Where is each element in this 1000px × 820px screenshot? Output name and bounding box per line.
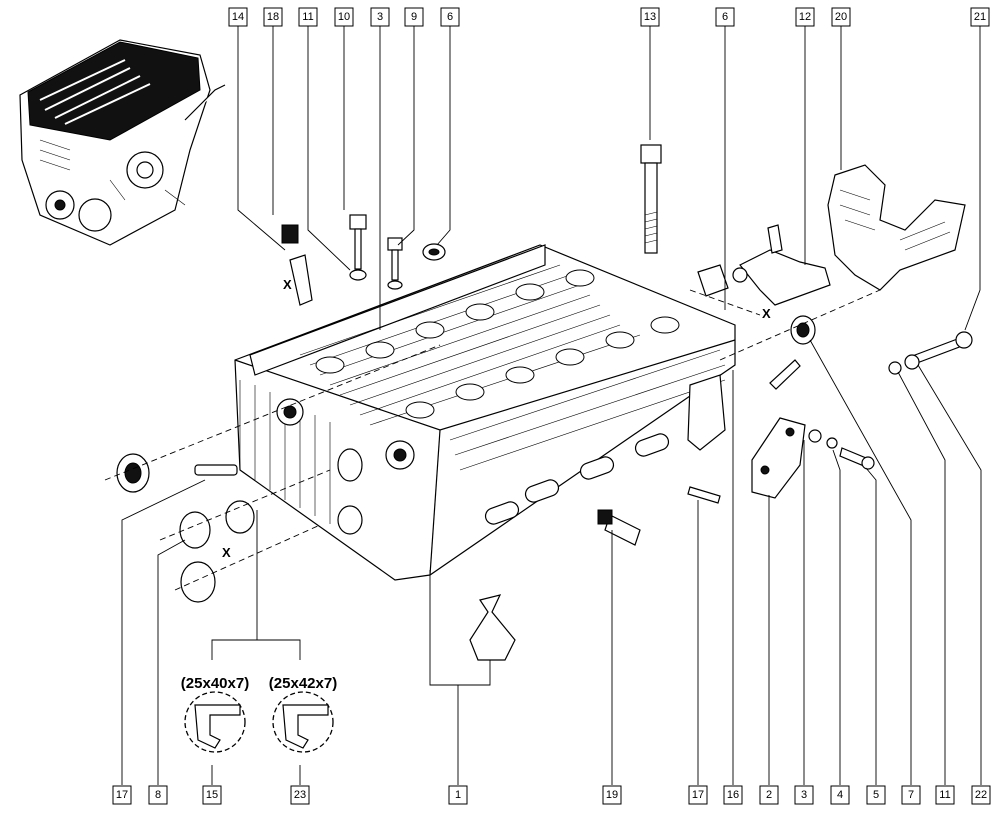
callouts-bottom: 17 8 15 23 1 19 17 16 2 3 4 5 7 11 22 [112,785,991,805]
callout-label: 9 [411,11,417,23]
callout-label: 22 [975,789,987,801]
engine-overview-thumbnail [19,39,226,246]
callout-label: 17 [692,789,704,801]
callout-label: 21 [974,11,986,23]
adjust-mark: X [762,306,771,321]
callout-label: 17 [116,789,128,801]
callout-label: 6 [447,11,453,23]
callout-label: 16 [727,789,739,801]
callout-label: 20 [835,11,847,23]
callout-label: 4 [837,789,843,801]
callout-label: 3 [801,789,807,801]
seal-dimension-label: (25x40x7) [181,675,249,692]
callout-label: 19 [606,789,618,801]
cylinder-head-block [234,244,736,581]
callout-label: 6 [722,11,728,23]
callout-label: 2 [766,789,772,801]
adjust-mark: X [222,545,231,560]
callout-label: 12 [799,11,811,23]
callout-label: 10 [338,11,350,23]
callout-label: 1 [455,789,461,801]
callout-label: 11 [939,789,950,801]
adjust-mark: X [283,277,292,292]
callout-label: 18 [267,11,279,23]
callout-label: 8 [155,789,161,801]
callout-label: 7 [908,789,914,801]
leader-lines [104,26,982,785]
seal-dimension-label: (25x42x7) [269,675,337,692]
callout-label: 5 [873,789,879,801]
seal-detail-25x40x7 [184,691,246,753]
callout-label: 11 [302,11,313,23]
callouts-top: 14 18 11 10 3 9 6 13 6 12 20 21 [228,7,990,27]
callout-label: 23 [294,789,306,801]
callout-label: 14 [232,11,244,23]
seal-detail-25x42x7 [272,691,334,753]
callout-label: 15 [206,789,218,801]
exploded-parts [116,144,973,661]
callout-label: 3 [377,11,383,23]
callout-label: 13 [644,11,656,23]
